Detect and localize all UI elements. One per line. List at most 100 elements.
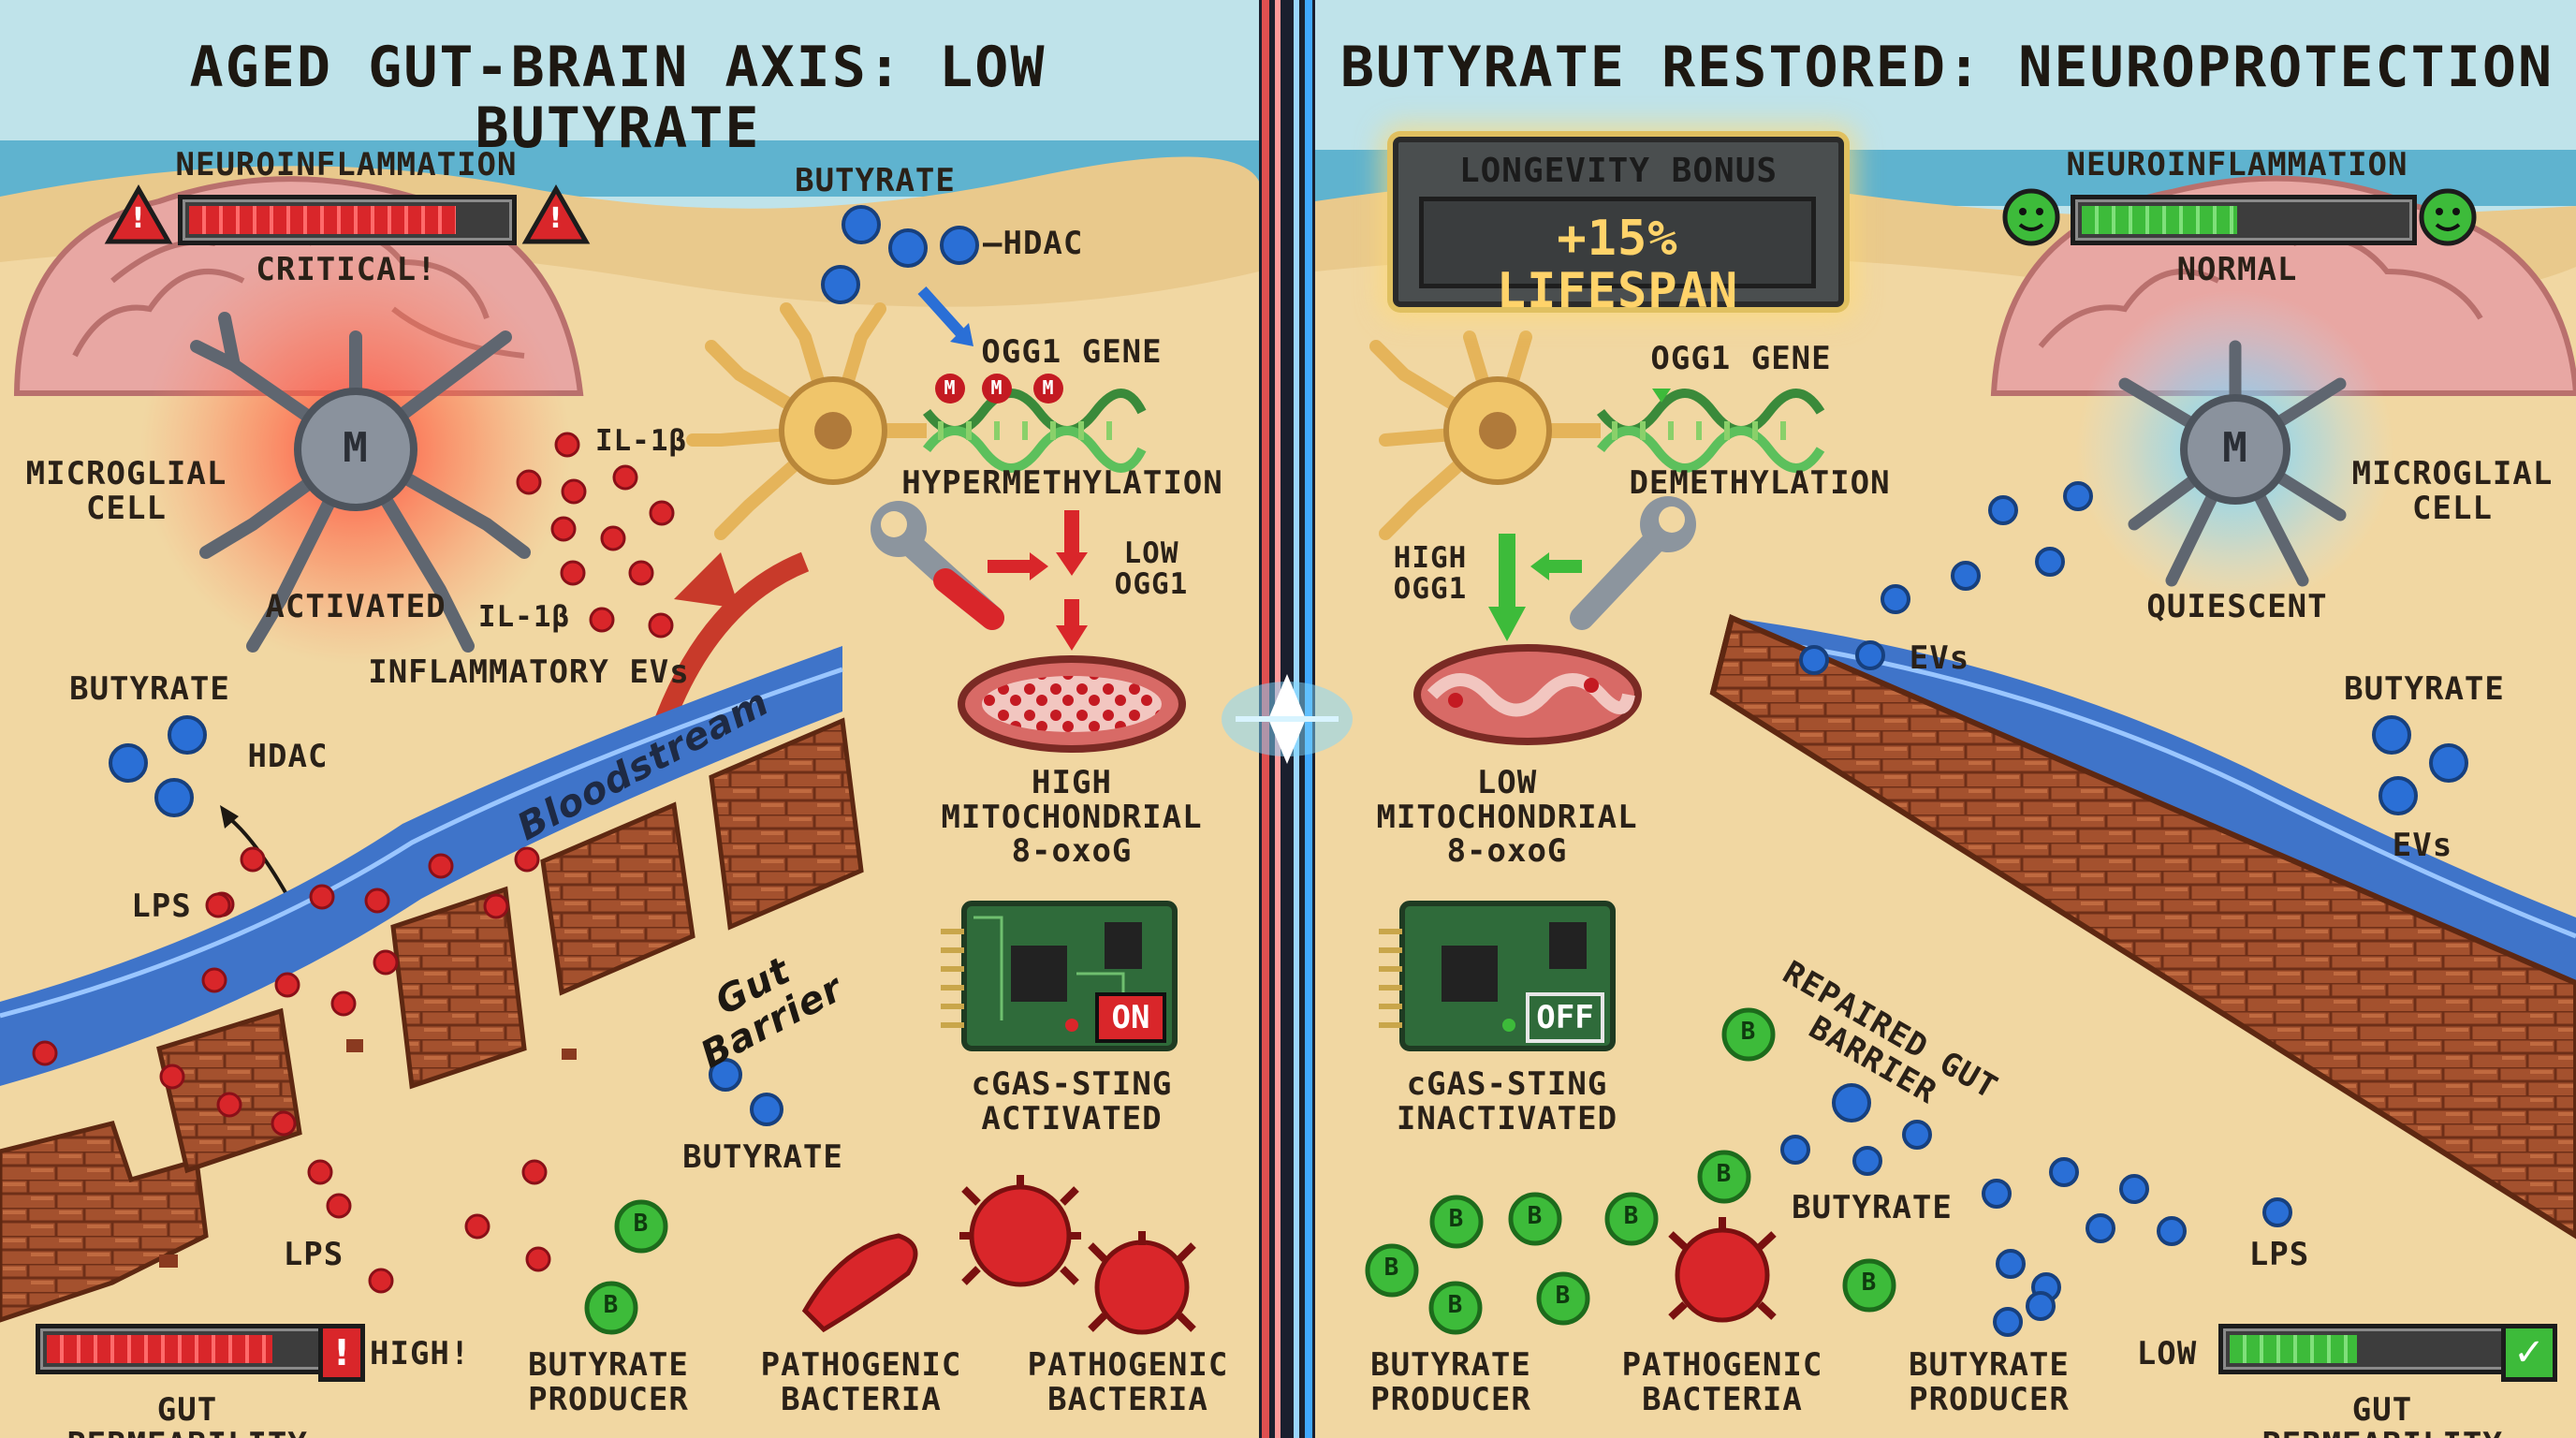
critical-status: CRITICAL! [256, 251, 437, 288]
arrow-icon-left [220, 286, 1088, 937]
gut-permeability-label-right: GUT PERMEABILITY [2261, 1391, 2502, 1438]
neuron-icon-right [1369, 330, 1601, 540]
neuroinflammation-label-left: NEUROINFLAMMATION [175, 146, 518, 183]
microglia-symbol-right: M [2222, 424, 2248, 472]
right-title: BUTYRATE RESTORED: NEUROPROTECTION [1339, 35, 2554, 100]
arrow-icon-right [1488, 534, 1582, 641]
pathogenic-bacteria-icons-left [801, 1175, 1196, 1335]
dna-icon-right [1597, 389, 1825, 473]
neuroinflammation-fill-right [2082, 206, 2237, 234]
cgas-sting-inactivated-label: cGAS-STING INACTIVATED [1396, 1065, 1618, 1137]
low-mito-label: LOW MITOCHONDRIAL 8-oxoG [1376, 764, 1638, 871]
evs-label-mid: EVs [1909, 639, 1970, 677]
high-mito-label: HIGH MITOCHONDRIAL 8-oxoG [941, 764, 1203, 871]
inflammatory-particles-left [32, 432, 675, 1294]
warning-icon-right [521, 183, 591, 244]
hdac-label-left: HDAC [247, 738, 329, 775]
ogg1-gene-label-left: OGG1 GENE [981, 333, 1163, 371]
cgas-sting-activated-label: cGAS-STING ACTIVATED [971, 1065, 1173, 1137]
butyrate-label-right: BUTYRATE [2344, 670, 2505, 708]
producer-symbol-right-3: B [1448, 1205, 1465, 1233]
gut-permeability-fill-left [47, 1335, 272, 1363]
butyrate-producer-label-right-2: BUTYRATE PRODUCER [1909, 1346, 2070, 1418]
butyrate-label-top: BUTYRATE [795, 162, 956, 199]
activated-label: ACTIVATED [265, 588, 446, 625]
longevity-bonus-label: LONGEVITY BONUS [1458, 152, 1778, 190]
dna-icon-left [923, 374, 1147, 473]
wrench-icon-left [871, 501, 1004, 630]
methylation-mark-3: M [1042, 376, 1055, 399]
producer-symbol-right-7: B [1447, 1291, 1464, 1319]
microglia-icon-right [2118, 340, 2347, 587]
neuron-icon-left [686, 302, 927, 540]
producer-symbol-right-4: B [1527, 1202, 1544, 1230]
gut-permeability-gauge-left [36, 1324, 326, 1374]
microglia-icon-left [190, 312, 531, 653]
producer-symbol-left-1: B [633, 1210, 650, 1238]
lifespan-display: +15% LIFESPAN [1419, 197, 1816, 317]
il1b-label-top: IL-1β [594, 424, 688, 458]
pathogenic-bacteria-label-left-1: PATHOGENIC BACTERIA [760, 1346, 962, 1418]
producer-symbol-right-1: B [1740, 1018, 1757, 1046]
gut-permeability-fill-right [2230, 1335, 2357, 1363]
broken-gut-barrier [0, 717, 864, 1323]
neuroinflammation-gauge-left [178, 195, 517, 245]
repaired-gut-barrier [1709, 613, 2576, 1240]
butyrate-label-left: BUTYRATE [69, 670, 230, 708]
butyrate-producer-label-right-1: BUTYRATE PRODUCER [1370, 1346, 1531, 1418]
microglial-cell-label-right: MICROGLIAL CELL [2351, 455, 2554, 527]
butyrate-label-bottom-right: BUTYRATE [1792, 1189, 1953, 1226]
smiley-icon-left [2002, 188, 2060, 246]
producer-symbol-right-5: B [1623, 1202, 1640, 1230]
chip-icon-right [1379, 901, 1616, 1051]
gut-permeability-status-left: HIGH! [370, 1335, 471, 1372]
lps-label-left: LPS [131, 888, 192, 925]
butyrate-label-bottom-left: BUTYRATE [682, 1138, 843, 1176]
il1b-label-bottom: IL-1β [477, 600, 571, 634]
center-divider [1222, 0, 1353, 1438]
producer-symbol-left-2: B [603, 1291, 620, 1319]
hypermethylation-label: HYPERMETHYLATION [901, 464, 1223, 502]
producer-symbol-right-8: B [1555, 1282, 1572, 1310]
producer-symbol-right-9: B [1861, 1269, 1878, 1297]
check-icon: ✓ [2501, 1324, 2557, 1382]
producer-symbol-right-6: B [1383, 1254, 1400, 1282]
gut-permeability-gauge-right [2218, 1324, 2509, 1374]
wrench-icon-right [1570, 496, 1696, 630]
butyrate-particles-left [109, 205, 979, 1126]
high-ogg1-label: HIGH OGG1 [1393, 541, 1468, 607]
microglia-symbol-left: M [343, 424, 369, 472]
gut-permeability-status-right: LOW [2136, 1335, 2198, 1372]
neuroinflammation-label-right: NEUROINFLAMMATION [2066, 146, 2408, 183]
low-ogg1-label: LOW OGG1 [1114, 536, 1189, 602]
demethylation-label: DEMETHYLATION [1629, 464, 1891, 502]
warning-icon-left [104, 183, 173, 244]
smiley-icon-right [2419, 188, 2477, 246]
ogg1-gene-label-right: OGG1 GENE [1650, 340, 1832, 377]
butyrate-producer-icons-left [584, 1199, 668, 1335]
pathogenic-bacteria-label-left-2: PATHOGENIC BACTERIA [1027, 1346, 1229, 1418]
gut-permeability-label-left: GUT PERMEABILITY [66, 1391, 307, 1438]
pathogenic-bacteria-icon-right [1668, 1217, 1777, 1323]
hdac-label-top: —HDAC [983, 225, 1084, 262]
neuroinflammation-gauge-right [2071, 195, 2417, 245]
producer-symbol-right-2: B [1716, 1160, 1733, 1188]
cgas-switch-off: OFF [1526, 992, 1604, 1043]
mitochondria-icon-right [1413, 644, 1642, 745]
quiescent-label: QUIESCENT [2146, 588, 2328, 625]
lifespan-value: +15% LIFESPAN [1496, 211, 1739, 320]
butyrate-producer-icons-right [1365, 1007, 1896, 1335]
evs-label-right: EVs [2392, 827, 2453, 864]
methylation-mark-2: M [990, 376, 1003, 399]
lps-label-right: LPS [2248, 1236, 2310, 1273]
alert-icon: ! [318, 1324, 365, 1382]
lps-label-bottom: LPS [283, 1236, 344, 1273]
methylation-mark-1: M [944, 376, 957, 399]
butyrate-producer-label-left: BUTYRATE PRODUCER [528, 1346, 689, 1418]
pathogenic-bacteria-label-right: PATHOGENIC BACTERIA [1621, 1346, 1823, 1418]
warning-mark-left: ! [131, 202, 146, 235]
inflammatory-evs-label: INFLAMMATORY EVs [368, 653, 690, 691]
warning-mark-right: ! [549, 202, 564, 235]
butyrate-particles-right [1780, 481, 2468, 1337]
